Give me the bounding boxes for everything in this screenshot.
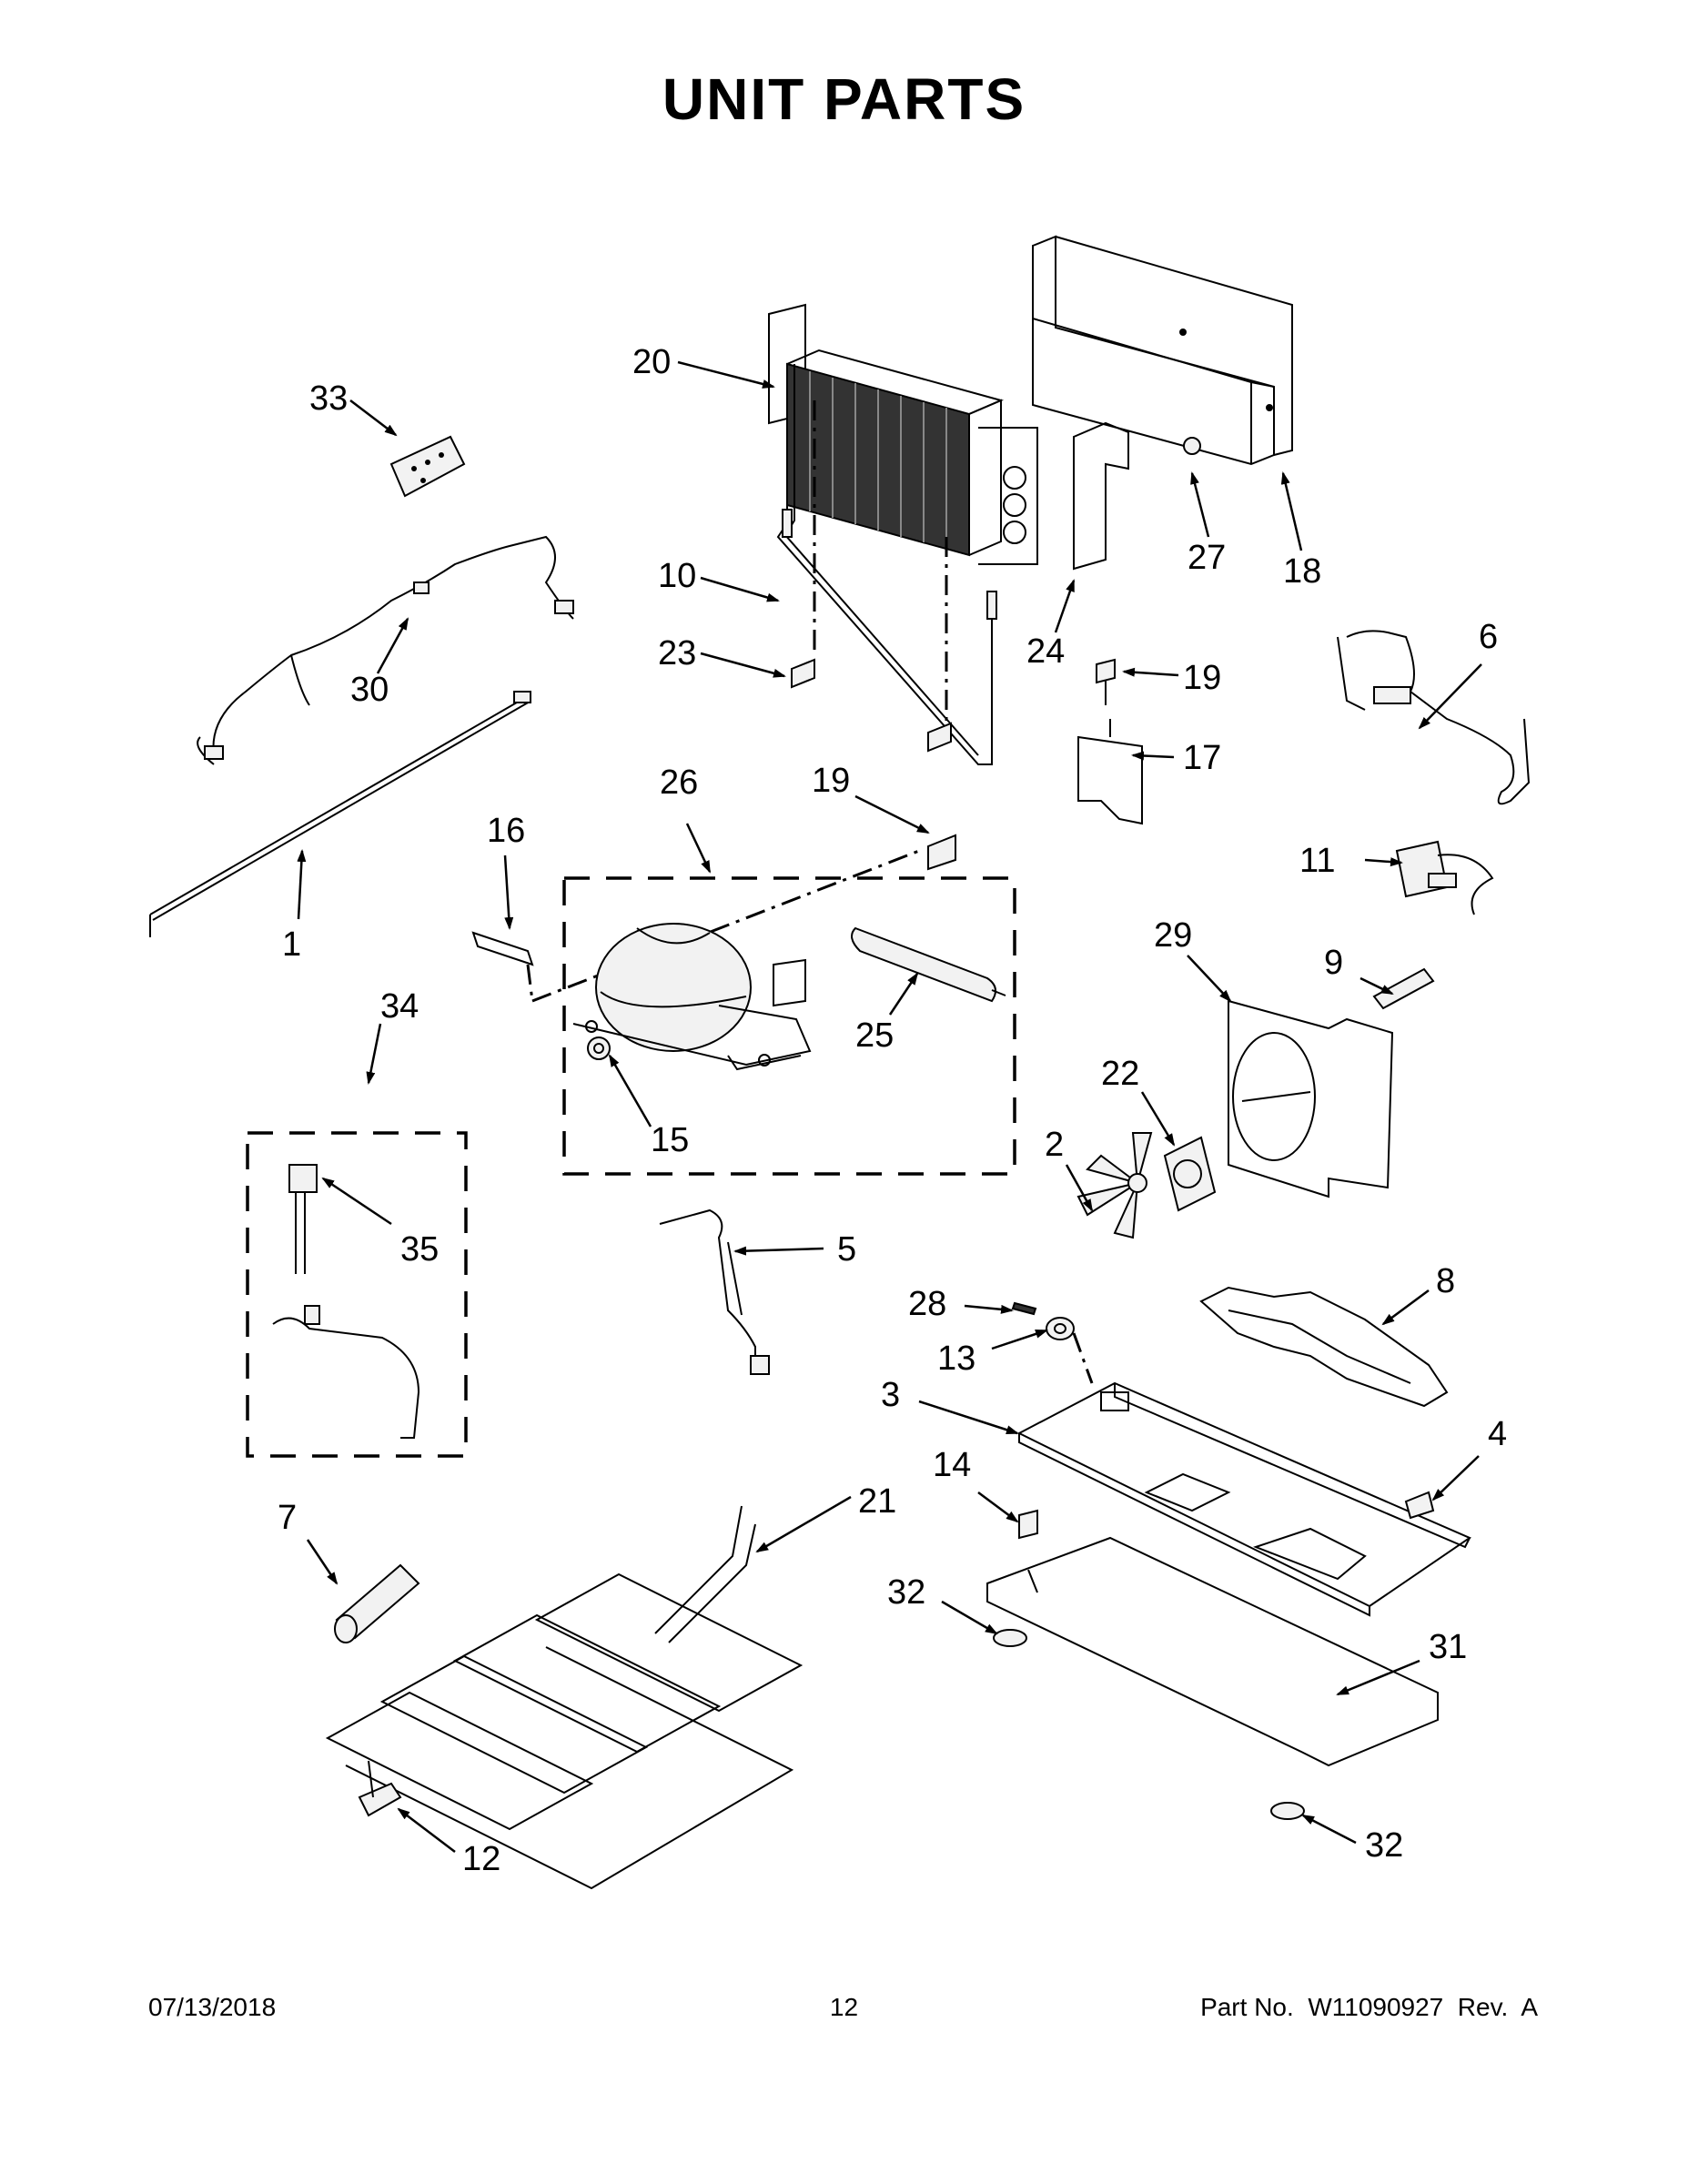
callout-7: 7 <box>278 1499 297 1537</box>
callout-22: 22 <box>1101 1055 1139 1093</box>
callout-19-a: 19 <box>1183 659 1221 697</box>
callout-23: 23 <box>658 634 696 672</box>
callout-9: 9 <box>1324 944 1343 982</box>
callout-35: 35 <box>400 1230 439 1269</box>
callout-6: 6 <box>1479 618 1498 656</box>
leader-lines <box>297 360 1482 1853</box>
callout-4: 4 <box>1488 1415 1507 1453</box>
compressor-group-part-26 <box>562 876 1016 1176</box>
drain-pan-part-8 <box>1199 1286 1449 1408</box>
base-plate-part-3 <box>1016 1381 1472 1617</box>
fan-blade-part-2 <box>1076 1132 1153 1239</box>
callout-21: 21 <box>858 1482 896 1521</box>
screw-part-4 <box>1404 1491 1435 1520</box>
bracket-part-24 <box>1073 421 1129 571</box>
drain-tube-part-5 <box>659 1208 770 1375</box>
callout-11: 11 <box>1299 842 1335 880</box>
heater-clip-part-23 <box>791 658 952 753</box>
fan-motor-part-22 <box>1163 1136 1217 1212</box>
page-title: UNIT PARTS <box>662 66 1026 132</box>
compressor <box>572 923 812 1071</box>
callout-32-a: 32 <box>887 1573 925 1612</box>
footer-page-number: 12 <box>829 1993 859 2021</box>
screw-part-19-b <box>927 834 956 871</box>
clip-part-12 <box>358 1760 402 1817</box>
callout-3: 3 <box>881 1376 900 1414</box>
callout-12: 12 <box>462 1840 500 1878</box>
drier-tube-part-6 <box>1337 630 1531 805</box>
tube-part-7 <box>334 1563 420 1643</box>
bulb-part-9 <box>1372 967 1435 1010</box>
evaporator-part-20 <box>768 303 1038 565</box>
footer-part-number: Part No. W11090927 Rev. A <box>1200 1993 1538 2021</box>
condenser-part-21 <box>325 1505 804 1890</box>
callout-32-b: 32 <box>1365 1826 1403 1865</box>
grommet-part-13 <box>1046 1317 1094 1384</box>
callout-31: 31 <box>1429 1628 1467 1666</box>
callout-1: 1 <box>282 925 301 964</box>
callout-16: 16 <box>487 812 525 850</box>
compressor-mount-part-15 <box>587 1036 611 1060</box>
callout-20: 20 <box>632 343 671 381</box>
callout-15: 15 <box>651 1121 689 1159</box>
callout-34: 34 <box>380 987 419 1026</box>
callout-30: 30 <box>350 671 389 709</box>
drier-part-25 <box>851 926 1006 1003</box>
fan-shroud-part-29 <box>1228 999 1394 1198</box>
thermostat-group-part-34 <box>246 1131 468 1458</box>
callout-27: 27 <box>1188 539 1226 577</box>
pin-part-28 <box>1011 1301 1037 1316</box>
callout-25: 25 <box>855 1016 894 1055</box>
foot-part-32-a <box>993 1629 1027 1647</box>
sensor-part-35 <box>272 1164 420 1439</box>
callout-18: 18 <box>1283 552 1321 591</box>
callout-26: 26 <box>660 763 698 802</box>
wire-harness-part-30 <box>197 535 574 765</box>
evaporator-cover-part-18 <box>1032 235 1293 466</box>
callout-5: 5 <box>837 1230 856 1269</box>
wire-part-1 <box>149 691 531 937</box>
defrost-heater-part-10 <box>776 364 997 765</box>
relay-part-11 <box>1395 840 1494 915</box>
callout-19-b: 19 <box>812 762 850 800</box>
control-board-part-33 <box>389 435 466 498</box>
callout-8: 8 <box>1436 1262 1455 1300</box>
callout-28: 28 <box>908 1285 946 1323</box>
strap-part-16 <box>471 931 534 1002</box>
callout-33: 33 <box>309 379 348 418</box>
callout-13: 13 <box>937 1340 975 1378</box>
foot-part-32-b <box>1270 1802 1305 1820</box>
footer-date: 07/13/2018 <box>148 1993 277 2021</box>
callout-labels: 20 33 30 10 23 27 18 24 19 17 6 11 19 26… <box>278 343 1507 1878</box>
screw-part-19-a <box>1096 658 1116 705</box>
callout-29: 29 <box>1154 916 1192 955</box>
callout-17: 17 <box>1183 739 1221 777</box>
bracket-part-17 <box>1077 719 1143 825</box>
clip-part-27 <box>1183 437 1201 455</box>
callout-14: 14 <box>933 1446 971 1484</box>
callout-2: 2 <box>1045 1126 1064 1164</box>
callout-10: 10 <box>658 557 696 595</box>
screw-part-14 <box>1018 1509 1038 1540</box>
insulation-part-31 <box>986 1536 1439 1767</box>
callout-24: 24 <box>1026 632 1065 671</box>
